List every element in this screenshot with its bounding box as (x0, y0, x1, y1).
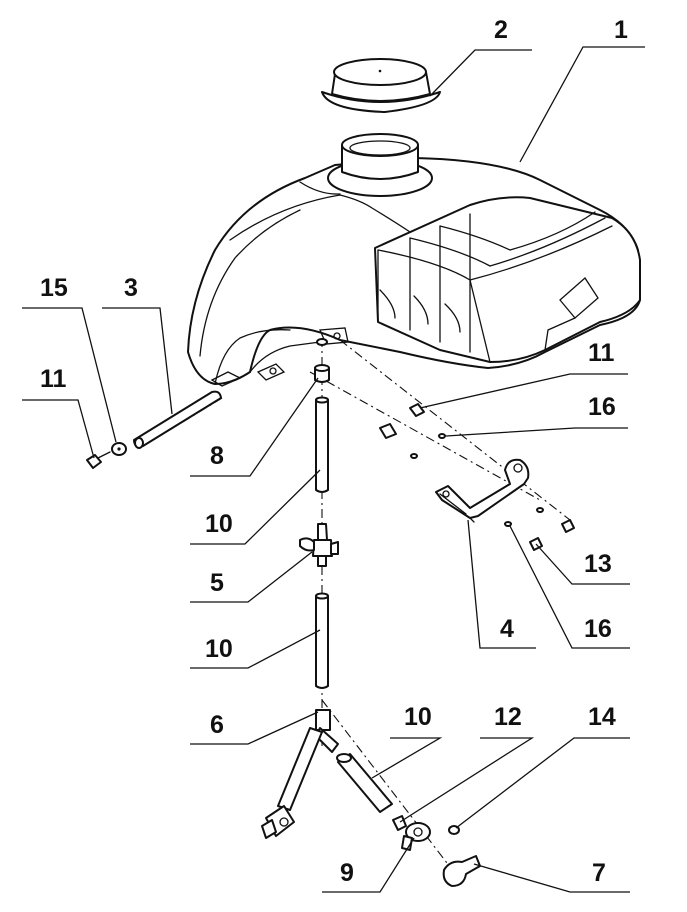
callout-1: 1 (614, 16, 628, 44)
part-elbow (442, 855, 481, 887)
callout-3: 3 (124, 274, 138, 302)
leader-lines (22, 46, 645, 893)
callout-15: 15 (40, 274, 68, 302)
callout-13: 13 (584, 550, 612, 578)
part-tee (261, 709, 339, 839)
callout-10-lower: 10 (404, 703, 432, 731)
part-washer (111, 442, 127, 456)
part-cap (321, 58, 441, 113)
callout-11-left: 11 (40, 365, 67, 393)
part-hose (336, 753, 393, 813)
part-washer (410, 433, 544, 527)
callout-8: 8 (210, 442, 224, 470)
assembly-axis-line (309, 371, 541, 501)
part-tank (187, 133, 641, 387)
callout-10-middle: 10 (205, 635, 233, 663)
callout-14: 14 (588, 703, 616, 731)
callout-16-top: 16 (588, 393, 616, 421)
part-rod (133, 390, 222, 449)
callout-4: 4 (500, 615, 514, 643)
part-bracket (435, 458, 530, 523)
part-hose (315, 396, 329, 493)
callout-12: 12 (494, 703, 522, 731)
callout-6: 6 (210, 711, 224, 739)
callout-7: 7 (592, 859, 606, 887)
callout-5: 5 (210, 569, 224, 597)
part-valve (299, 523, 339, 567)
callout-10-upper: 10 (205, 510, 233, 538)
part-bolt (86, 451, 111, 469)
part-filter (401, 822, 431, 851)
part-clip (392, 815, 407, 831)
assembly-axis-line (339, 339, 571, 521)
callout-11-right: 11 (588, 339, 615, 367)
callout-9: 9 (340, 859, 354, 887)
part-grommet (314, 338, 330, 383)
callout-16-bottom: 16 (584, 615, 612, 643)
part-bolt (379, 403, 575, 533)
assembly-axis-line (321, 699, 461, 881)
part-hose (315, 592, 329, 689)
callout-2: 2 (494, 16, 508, 44)
